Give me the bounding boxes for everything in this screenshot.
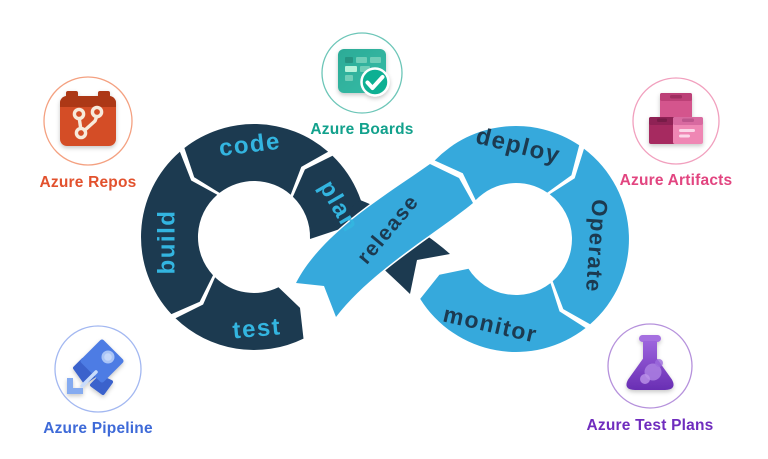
- segment-operate: [549, 148, 629, 325]
- testplans-circle-outline: [607, 323, 693, 409]
- azure-repos-icon: [60, 91, 116, 146]
- service-azure-artifacts: Azure Artifacts: [620, 77, 733, 189]
- service-azure-pipeline: Azure Pipeline: [43, 325, 153, 437]
- testplans-label: Azure Test Plans: [587, 417, 714, 434]
- package-boxes: [649, 93, 703, 144]
- release-band: [293, 162, 475, 321]
- rocket-glyph: [67, 339, 124, 395]
- flask-glyph: [626, 335, 674, 390]
- segment-deploy: [434, 125, 580, 201]
- boards-label: Azure Boards: [310, 121, 413, 138]
- label-build: build: [153, 210, 180, 275]
- azure-artifacts-icon: [649, 93, 703, 144]
- right-loop-ring: [420, 125, 629, 352]
- boards-circle-outline: [321, 32, 403, 114]
- azure-test-plans-icon: [626, 335, 674, 390]
- check-icon: [365, 75, 385, 90]
- check-circle: [360, 67, 390, 97]
- kanban-tiles: [345, 57, 381, 81]
- artifacts-circle-outline: [632, 77, 720, 165]
- segment-build: [141, 151, 218, 315]
- service-azure-boards: Azure Boards: [310, 32, 413, 138]
- azure-boards-icon: [338, 49, 390, 97]
- pipeline-circle-outline: [54, 325, 142, 413]
- repos-label: Azure Repos: [40, 174, 137, 191]
- service-azure-test-plans: Azure Test Plans: [587, 323, 714, 434]
- artifacts-label: Azure Artifacts: [620, 172, 733, 189]
- segment-test: [175, 277, 304, 351]
- label-test: test: [231, 313, 282, 344]
- azure-pipeline-icon: [67, 339, 124, 395]
- service-azure-repos: Azure Repos: [40, 76, 137, 191]
- segment-monitor: [420, 268, 586, 352]
- repos-circle-outline: [43, 76, 133, 166]
- pipeline-label: Azure Pipeline: [43, 420, 153, 437]
- left-loop-ring: [141, 124, 367, 351]
- segment-code: [184, 124, 329, 195]
- git-branch-glyph: [72, 105, 104, 140]
